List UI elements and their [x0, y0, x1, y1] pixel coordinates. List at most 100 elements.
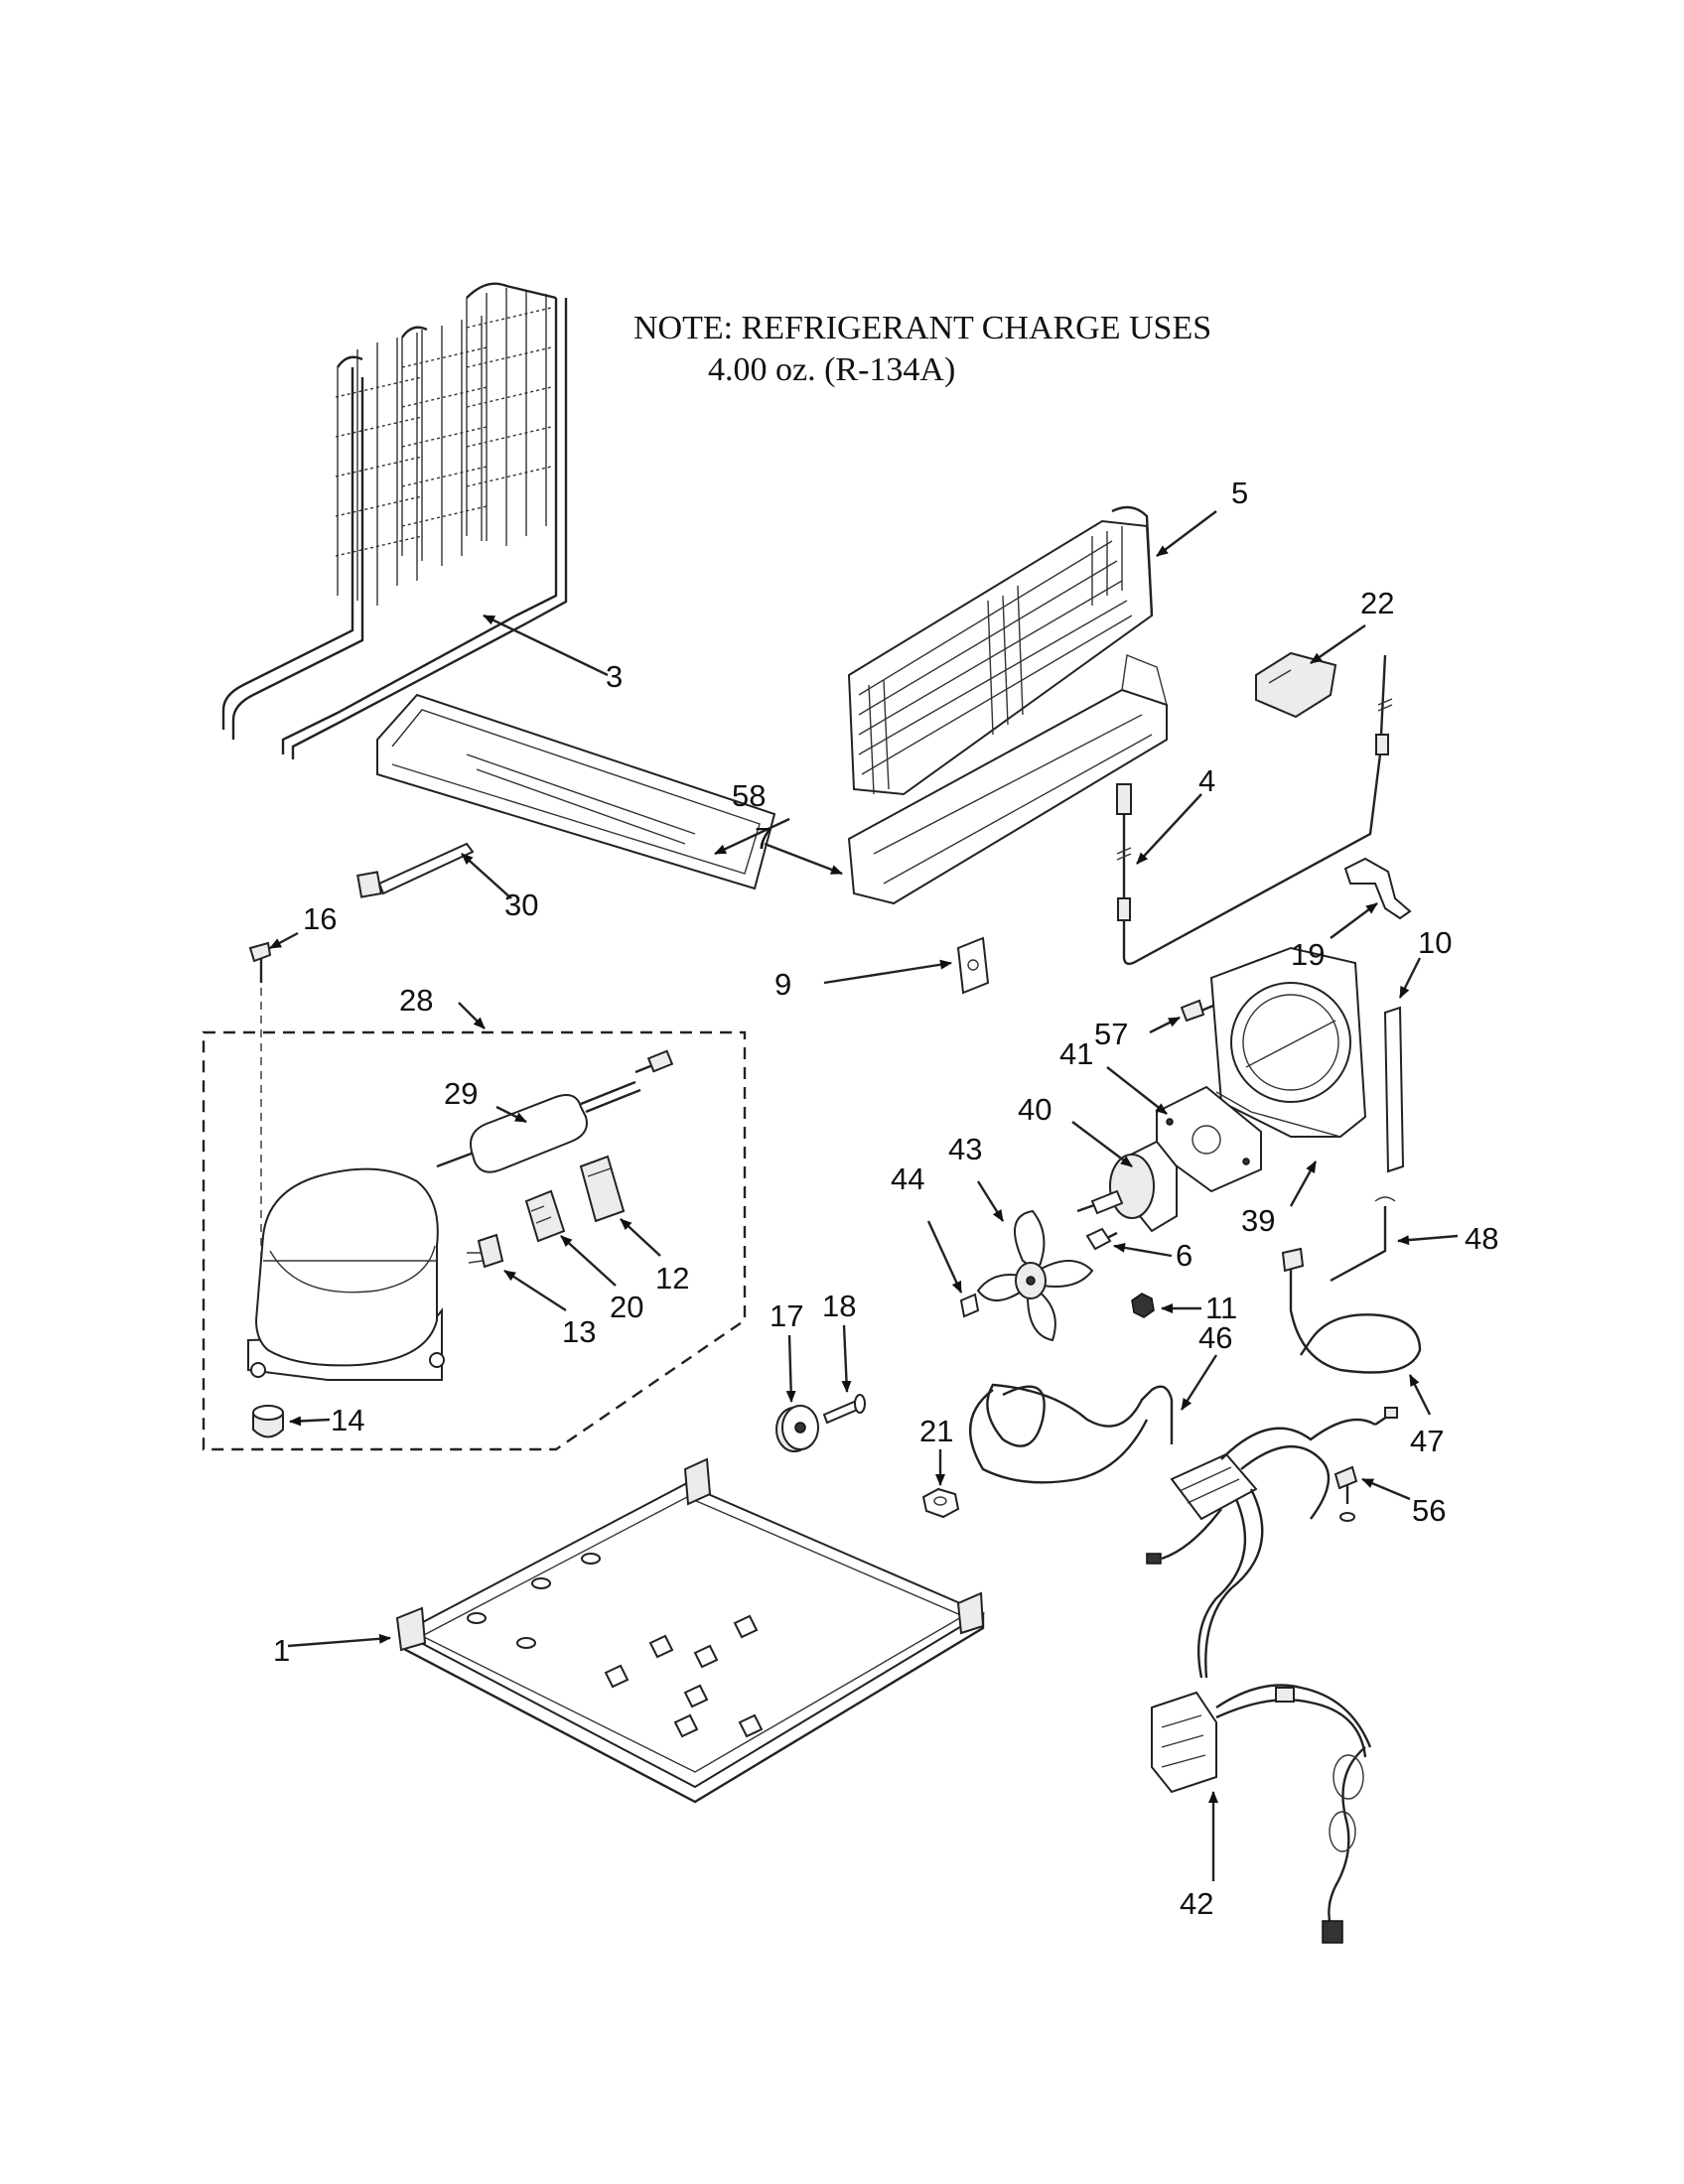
- callout-19: 19: [1291, 937, 1325, 972]
- leader-57: [1149, 1016, 1181, 1034]
- leader-46: [1180, 1354, 1218, 1411]
- callout-44: 44: [891, 1161, 924, 1196]
- leader-5: [1156, 510, 1217, 557]
- filter-drier-part: [436, 1049, 674, 1173]
- callout-9: 9: [774, 967, 791, 1002]
- grommet-part: [252, 1405, 284, 1438]
- callout-40: 40: [1018, 1092, 1052, 1127]
- callout-58: 58: [732, 778, 766, 813]
- leader-56: [1361, 1477, 1411, 1501]
- note-line-2: 4.00 oz. (R-134A): [708, 351, 956, 388]
- callout-21: 21: [919, 1414, 953, 1448]
- nut-part: [921, 1487, 960, 1519]
- thermistor-part: [1116, 654, 1393, 966]
- callout-20: 20: [610, 1290, 643, 1324]
- fan-washer-part: [959, 1293, 980, 1318]
- leader-47: [1408, 1374, 1432, 1416]
- callout-12: 12: [655, 1261, 689, 1296]
- leader-6: [1113, 1242, 1173, 1258]
- leader-41: [1106, 1066, 1168, 1115]
- base-plate-part: [395, 1457, 986, 1804]
- callout-28: 28: [399, 983, 433, 1018]
- leader-43: [976, 1180, 1005, 1222]
- note-line-1: NOTE: REFRIGERANT CHARGE USES: [633, 310, 1212, 346]
- leader-28: [458, 1002, 486, 1029]
- callout-39: 39: [1241, 1203, 1275, 1238]
- evaporator-part: [847, 505, 1154, 796]
- callout-10: 10: [1418, 925, 1452, 960]
- tube-46-part: [969, 1383, 1174, 1484]
- callout-4: 4: [1198, 763, 1215, 798]
- leader-58: [714, 817, 790, 856]
- callout-41: 41: [1059, 1036, 1093, 1071]
- callout-5: 5: [1231, 476, 1248, 510]
- leader-16: [269, 931, 299, 950]
- leader-40: [1071, 1121, 1133, 1167]
- callout-labels: 1 3 4 5 6 7 9 10 11 12 13 14 16 17 18 19…: [273, 476, 1498, 1921]
- screw-56-part: [1333, 1465, 1358, 1522]
- wiring-harness-part: [1146, 1407, 1398, 1944]
- leader-1: [287, 1633, 391, 1648]
- callout-3: 3: [606, 659, 623, 694]
- wheel-part: [775, 1405, 819, 1452]
- compressor-part: [247, 1167, 445, 1381]
- cover-pad-part: [1255, 651, 1337, 719]
- grommet-11-part: [1131, 1293, 1155, 1318]
- leader-9: [823, 959, 952, 985]
- leader-22: [1310, 624, 1366, 664]
- bracket-part: [1343, 857, 1412, 920]
- callout-14: 14: [331, 1403, 364, 1437]
- callout-48: 48: [1465, 1221, 1498, 1256]
- callout-30: 30: [504, 887, 538, 922]
- leader-7: [764, 842, 843, 876]
- fan-blade-part: [976, 1209, 1094, 1342]
- callout-17: 17: [770, 1298, 803, 1333]
- leader-30: [461, 853, 512, 899]
- relay-cover-part: [579, 1155, 626, 1223]
- evaporator-cover-part: [847, 654, 1168, 905]
- callout-16: 16: [303, 901, 337, 936]
- leader-17: [785, 1334, 796, 1403]
- leader-3: [483, 614, 609, 677]
- callout-13: 13: [562, 1314, 596, 1349]
- leader-14: [289, 1416, 331, 1427]
- callout-11: 11: [1205, 1291, 1237, 1325]
- compressor-kit-box: [202, 1030, 747, 1451]
- callout-1: 1: [273, 1633, 290, 1668]
- callout-29: 29: [444, 1076, 478, 1111]
- leader-44: [926, 1220, 963, 1294]
- overload-part: [467, 1233, 504, 1269]
- screw-16-part: [248, 941, 272, 983]
- leader-13: [503, 1269, 567, 1312]
- callout-18: 18: [822, 1289, 856, 1323]
- leader-4: [1136, 793, 1202, 865]
- callout-7: 7: [755, 821, 772, 856]
- condenser-coil-part: [221, 282, 568, 759]
- callout-6: 6: [1176, 1238, 1193, 1273]
- fan-motor-part: [1076, 1140, 1178, 1233]
- callout-43: 43: [948, 1132, 982, 1166]
- leader-18: [841, 1324, 852, 1393]
- screw-57-part: [1180, 999, 1214, 1023]
- leader-39: [1289, 1160, 1318, 1207]
- shaft-nut-part: [1085, 1227, 1118, 1251]
- callout-47: 47: [1410, 1424, 1444, 1458]
- drain-pan-part: [376, 693, 776, 890]
- callout-46: 46: [1198, 1320, 1232, 1355]
- axle-pin-part: [822, 1394, 866, 1425]
- tube-47-part: [1281, 1247, 1422, 1374]
- tube-48-part: [1330, 1196, 1396, 1283]
- leader-20: [560, 1235, 617, 1287]
- callout-42: 42: [1180, 1886, 1213, 1921]
- leader-48: [1397, 1234, 1459, 1246]
- callout-56: 56: [1412, 1493, 1446, 1528]
- cable-tie-part: [356, 842, 475, 898]
- relay-part: [524, 1189, 566, 1243]
- leader-19: [1330, 902, 1378, 939]
- leader-12: [620, 1218, 661, 1257]
- leader-10: [1398, 957, 1422, 999]
- fan-shroud-part: [1209, 946, 1367, 1138]
- clip-part: [956, 936, 990, 995]
